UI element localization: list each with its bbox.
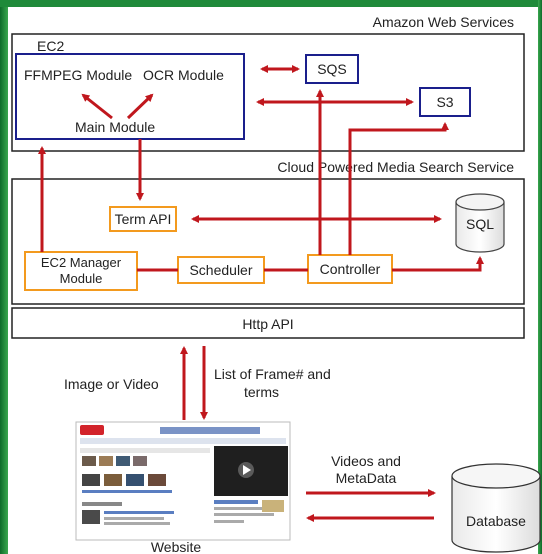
sqs-box	[305, 54, 359, 84]
ec2-manager-label-line2: Module	[60, 271, 103, 286]
aws-container	[11, 33, 525, 152]
sql-cylinder	[455, 193, 505, 253]
scheduler-box	[177, 256, 265, 284]
s3-label: S3	[436, 94, 453, 110]
ocr-module-label: OCR Module	[143, 67, 224, 83]
sql-label: SQL	[466, 216, 494, 232]
frames-label-line1: List of Frame# and	[214, 366, 331, 382]
website-screenshot	[75, 421, 291, 541]
arrow-controller-sql	[392, 256, 484, 272]
green-frame-top	[0, 0, 542, 7]
green-frame-left	[0, 0, 8, 554]
term-api-label: Term API	[115, 211, 172, 227]
ec2-box	[15, 53, 245, 140]
s3-box	[419, 87, 471, 117]
arrow-main-to-ocr	[126, 93, 154, 120]
image-or-video-label: Image or Video	[64, 376, 159, 392]
arrow-controller-to-s3	[348, 122, 449, 255]
sqs-label: SQS	[317, 61, 347, 77]
videos-label-line1: Videos and	[331, 453, 401, 469]
frames-label-line2: terms	[244, 384, 279, 400]
database-label: Database	[466, 513, 526, 529]
videos-label-line2: MetaData	[336, 470, 397, 486]
green-frame-right	[538, 0, 542, 554]
service-title: Cloud Powered Media Search Service	[277, 159, 514, 175]
ec2-manager-label-line1: EC2 Manager	[41, 255, 122, 270]
scheduler-label: Scheduler	[189, 262, 252, 278]
http-api-box	[11, 307, 525, 339]
arrow-main-to-ffmpeg	[81, 93, 113, 120]
ffmpeg-module-label: FFMPEG Module	[24, 67, 132, 83]
aws-title: Amazon Web Services	[373, 14, 514, 30]
database-cylinder	[451, 463, 541, 553]
ec2-title: EC2	[37, 38, 64, 54]
website-label: Website	[151, 539, 202, 554]
service-container	[11, 178, 525, 305]
main-module-label: Main Module	[75, 119, 155, 135]
term-api-box	[109, 206, 177, 232]
controller-label: Controller	[320, 261, 381, 277]
http-api-label: Http API	[242, 316, 293, 332]
